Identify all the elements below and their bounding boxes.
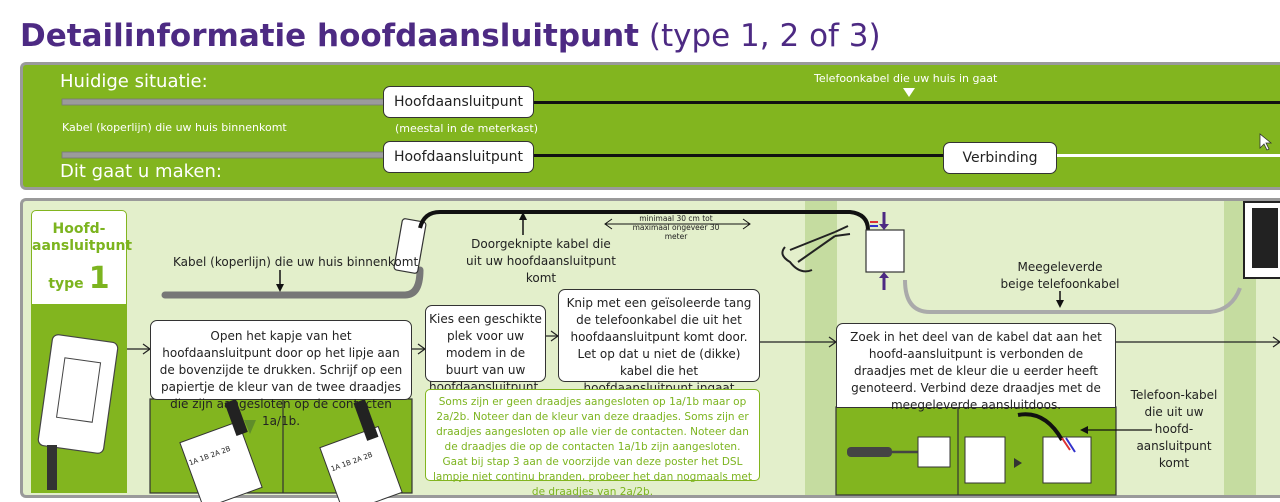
socket-wiring-icon-2 <box>1042 436 1092 484</box>
current-situation-panel <box>20 62 1280 190</box>
new-situation-label: Dit gaat u maken: <box>60 161 222 182</box>
beige-cable-label: Meegeleverde beige telefoonkabel <box>1000 260 1120 291</box>
beige-cable-drawing <box>903 279 1242 314</box>
hoofdaansluitpunt-device-icon <box>37 334 119 490</box>
type-box: Hoofd- aansluitpunt type 1 <box>31 210 133 305</box>
incoming-cable-bottom-drawing <box>161 266 424 299</box>
screwdriver-icon <box>847 447 918 457</box>
note-box: Soms zijn er geen draadjes aangesloten o… <box>425 389 760 498</box>
terminal-block-icon-2 <box>319 399 403 502</box>
phone-cable-drawing <box>418 210 870 231</box>
type-box-line2: aansluitpunt <box>32 238 133 254</box>
pliers-icon <box>781 225 851 273</box>
beige-cable-bottom-right <box>1056 154 1280 157</box>
cut-cable-label: Doorgeknipte kabel die uit uw hoofdaansl… <box>466 237 616 285</box>
step2-box: Kies een geschikte plek voor uw modem in… <box>425 305 546 394</box>
type-number: type 1 <box>48 261 110 296</box>
incoming-cable-label: Kabel (koperlijn) die uw huis binnenkomt <box>62 121 287 134</box>
page-title: Detailinformatie hoofdaansluitpunt (type… <box>20 18 881 54</box>
connection-box-icon <box>865 229 905 273</box>
hoofdaansluitpunt-box-new: Hoofdaansluitpunt <box>383 141 534 173</box>
wall-socket-icon <box>917 436 951 468</box>
distance-label: minimaal 30 cm tot maximaal ongeveer 30 … <box>632 214 720 241</box>
meterkast-note: (meestal in de meterkast) <box>395 122 538 135</box>
column-divider-1 <box>805 201 837 495</box>
connection-box: Verbinding <box>943 142 1057 174</box>
terminal-block-icon-1 <box>179 398 263 502</box>
step4-box: Zoek in het deel van de kabel dat aan he… <box>836 323 1116 412</box>
current-situation-label: Huidige situatie: <box>60 71 208 92</box>
incoming-cable-label-bottom: Kabel (koperlijn) die uw huis binnenkomt <box>173 255 419 269</box>
socket-wiring-icon-1 <box>964 436 1006 484</box>
phone-cable-out-label: Telefoon-kabel die uit uw hoofd-aansluit… <box>1130 388 1218 470</box>
hoofdaansluitpunt-box-current: Hoofdaansluitpunt <box>383 86 534 118</box>
step3-box: Knip met een geïsoleerde tang de telefoo… <box>558 289 760 412</box>
phone-cable-label: Telefoonkabel die uw huis in gaat <box>814 72 998 85</box>
connector-icon <box>393 218 427 274</box>
step1-box: Open het kapje van het hoofdaansluitpunt… <box>150 320 412 428</box>
phone-cable-bottom-left <box>533 154 944 157</box>
phone-cable-top <box>533 101 1280 104</box>
cursor-icon <box>1259 133 1273 151</box>
arrow-down-icon <box>903 88 915 97</box>
type-box-line1: Hoofd- <box>52 221 106 237</box>
